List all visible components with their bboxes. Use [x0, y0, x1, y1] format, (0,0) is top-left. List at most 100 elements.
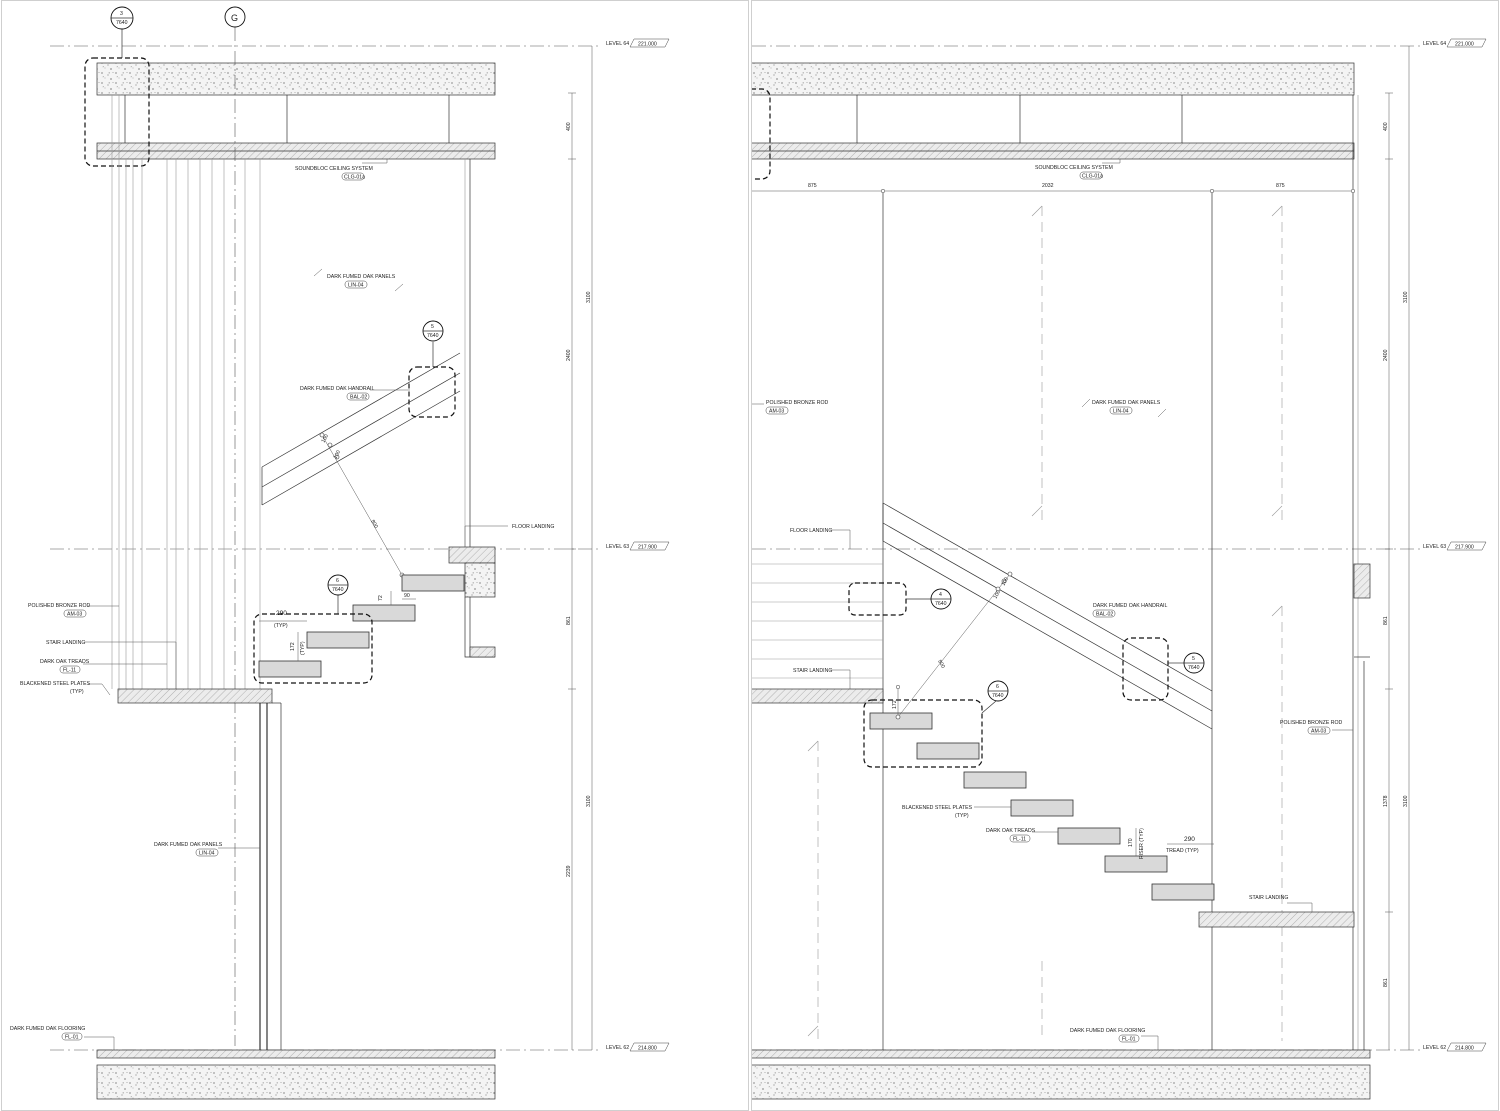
- label-panels-lower: DARK FUMED OAK PANELS LIN-04: [154, 842, 260, 857]
- stair-landing-lower: [1198, 911, 1355, 928]
- dim-text: 3100: [1403, 795, 1409, 807]
- label-text: POLISHED BRONZE ROD: [766, 400, 829, 406]
- stair-treads: [258, 574, 465, 678]
- detail-boundary-6: [863, 699, 983, 768]
- stair-landing: [117, 688, 273, 704]
- label-bronze-rod: POLISHED BRONZE ROD AM-03: [28, 603, 119, 618]
- dim-text: 400: [1383, 122, 1389, 131]
- label-text: BAL-02: [1096, 612, 1113, 618]
- grid-bubble-g: [224, 6, 246, 28]
- label-text: FLOOR LANDING: [512, 524, 554, 530]
- label-text: POLISHED BRONZE ROD: [1280, 720, 1343, 726]
- callout-sheet: 7640: [332, 587, 344, 593]
- level-value: 214.800: [638, 1046, 657, 1052]
- detail-callout-6: 6 7640: [327, 574, 349, 614]
- level-tag-63: LEVEL 63 217.900: [1423, 541, 1487, 551]
- level-name: LEVEL 63: [1423, 544, 1446, 550]
- label-text: BLACKENED STEEL PLATES: [20, 681, 91, 687]
- bronze-rods: [111, 95, 261, 689]
- label-stair-landing-lower: STAIR LANDING: [1249, 895, 1313, 912]
- label-floor-landing: FLOOR LANDING: [790, 528, 851, 549]
- dim-text: 3100: [586, 291, 592, 303]
- label-steel-plates: BLACKENED STEEL PLATES (TYP): [902, 805, 1011, 819]
- dim-text: (TYP): [274, 623, 288, 629]
- callout-sheet: 7640: [116, 20, 128, 26]
- label-oak-treads: DARK OAK TREADS FL-11: [40, 659, 167, 674]
- label-steel-plates: BLACKENED STEEL PLATES (TYP): [20, 681, 111, 696]
- label-text: DARK FUMED OAK HANDRAIL: [1093, 603, 1167, 609]
- dim-text: 875: [1276, 183, 1285, 189]
- concrete-slab-top: [752, 62, 1355, 96]
- dim-text: (TYP): [300, 641, 306, 655]
- level-name: LEVEL 62: [1423, 1045, 1446, 1051]
- concrete-slab-bottom: [752, 1064, 1371, 1100]
- level-tag-64: LEVEL 64 221.000: [1423, 38, 1487, 48]
- dim-text: 172: [892, 700, 898, 709]
- label-text: DARK OAK TREADS: [40, 659, 90, 665]
- label-text: DARK OAK TREADS: [986, 828, 1036, 834]
- stair-landing-upper: [752, 688, 884, 704]
- label-text: STAIR LANDING: [793, 668, 832, 674]
- landing-wall-panels: [752, 563, 883, 679]
- detail-callout-5: 5 7640: [422, 320, 444, 367]
- dim-text: 1378: [1383, 795, 1389, 807]
- dim-text: 2032: [1042, 183, 1054, 189]
- dim-text: 170: [1128, 838, 1134, 847]
- label-code: CLG-01a: [344, 175, 365, 181]
- detail-boundary-4: [848, 582, 907, 616]
- label-flooring: DARK FUMED OAK FLOORING FL-01: [10, 1026, 115, 1053]
- level-value: 214.800: [1455, 1046, 1474, 1052]
- grid-label: G: [231, 13, 238, 23]
- label-floor-landing: FLOOR LANDING: [464, 524, 554, 547]
- dim-text: 100: [993, 589, 1003, 600]
- vertical-dims: 400 3100 2400 861 3100 1378 861: [1383, 46, 1410, 1050]
- slab-edge: [464, 562, 496, 598]
- label-text: DARK FUMED OAK PANELS: [327, 274, 396, 280]
- dim-text: 861: [1383, 978, 1389, 987]
- level-tag-62: LEVEL 62 214.800: [1423, 1042, 1487, 1052]
- right-drawing-canvas: LEVEL 64 221.000 LEVEL 63 217.900 LEVEL …: [752, 38, 1487, 1100]
- vertical-dims: 400 3100 2400 861 3100 2239: [566, 46, 593, 1050]
- detail-boundary-3: [752, 88, 771, 180]
- oak-flooring: [96, 1049, 496, 1059]
- callout-number: 3: [120, 11, 123, 17]
- label-handrail: DARK FUMED OAK HANDRAIL BAL-02: [300, 386, 410, 401]
- level-value: 217.900: [638, 545, 657, 551]
- stair-treads: [869, 712, 1215, 901]
- ceiling-hangers: [856, 95, 1183, 143]
- concrete-slab-bottom: [96, 1064, 496, 1100]
- dim-text: 100: [1001, 576, 1011, 587]
- dim-text: 72: [378, 595, 384, 601]
- level-value: 221.000: [1455, 42, 1474, 48]
- label-text: SOUNDBLOC CEILING SYSTEM: [1035, 165, 1113, 171]
- dim-text: 2239: [566, 865, 572, 877]
- dim-text: 100: [321, 433, 331, 444]
- callout-number: 4: [939, 592, 942, 598]
- dim-text: 2400: [566, 349, 572, 361]
- ceiling-hangers: [124, 95, 450, 143]
- dim-text: 290: [1184, 836, 1195, 843]
- dim-text: 100: [333, 449, 343, 460]
- callout-sheet: 7640: [1188, 665, 1200, 671]
- label-text: DARK FUMED OAK PANELS: [1092, 400, 1161, 406]
- left-drawing-canvas: LEVEL 64 221.000 LEVEL 63 217.900 LEVEL …: [10, 6, 670, 1100]
- label-panels-upper: DARK FUMED OAK PANELS LIN-04: [313, 268, 404, 292]
- level-tag-63: LEVEL 63 217.900: [606, 541, 670, 551]
- callout-number: 5: [1192, 656, 1195, 662]
- label-text: AM-03: [67, 612, 82, 618]
- label-text: FLOOR LANDING: [790, 528, 832, 534]
- oak-flooring: [752, 1049, 1371, 1059]
- detail-callout-3: 3 7640: [110, 6, 134, 58]
- level-value: 221.000: [638, 42, 657, 48]
- label-ceiling: SOUNDBLOC CEILING SYSTEM CLG-01a: [1035, 159, 1121, 180]
- handrail: [882, 502, 1213, 730]
- dim-text: 861: [1383, 616, 1389, 625]
- slope-dimension: 172 800 100 100: [892, 571, 1013, 720]
- label-text: FL-01: [1122, 1037, 1136, 1043]
- label-handrail: DARK FUMED OAK HANDRAIL BAL-02: [1092, 603, 1167, 618]
- label-code: LIN-04: [348, 283, 364, 289]
- level-tag-62: LEVEL 62 214.800: [606, 1042, 670, 1052]
- callout-sheet: 7640: [935, 601, 947, 607]
- level-name: LEVEL 64: [1423, 41, 1446, 47]
- handrail: [261, 352, 461, 506]
